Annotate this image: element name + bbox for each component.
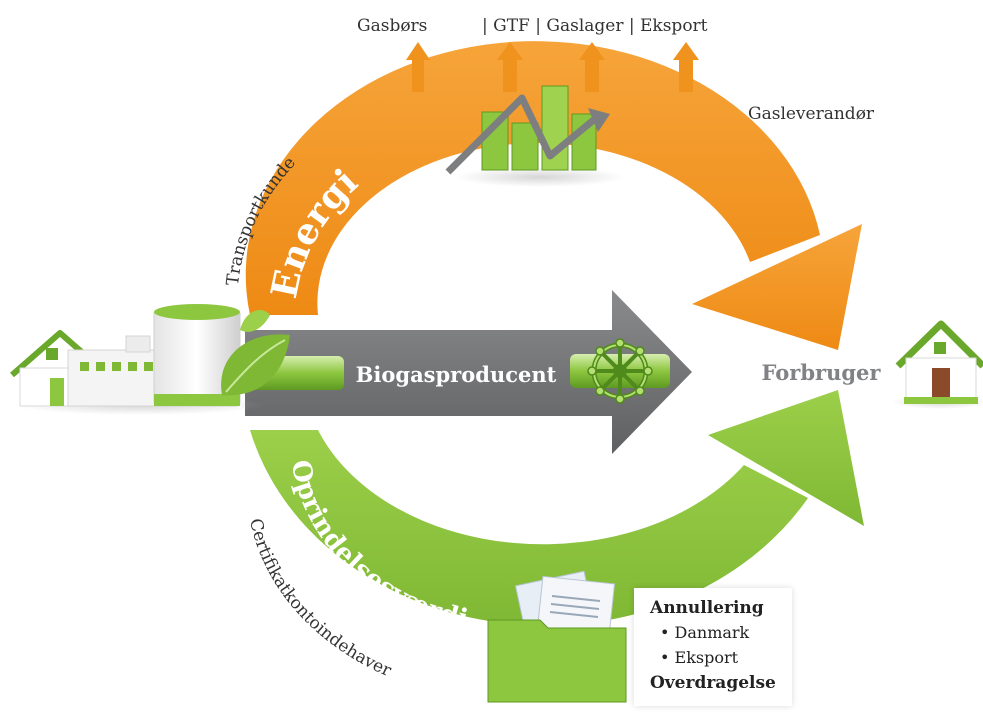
up-arrow-4	[673, 42, 699, 92]
energi-arrowhead	[692, 224, 862, 350]
overdragelse-label: Overdragelse	[650, 673, 776, 693]
up-arrow-1	[406, 42, 430, 92]
central-arrow	[245, 290, 692, 454]
leaf-icon	[221, 310, 290, 396]
annullering-item-danmark: • Danmark	[660, 623, 750, 642]
oprindelse-arrowhead	[708, 390, 864, 526]
gasboers-label: Gasbørs	[357, 16, 427, 36]
gasleverandor-label: Gasleverandør	[748, 104, 875, 124]
annullering-item-eksport: • Eksport	[660, 648, 739, 667]
bar-chart-icon	[445, 85, 625, 187]
gtf-gaslager-eksport-label: | GTF | Gaslager | Eksport	[482, 16, 708, 36]
forbruger-label: Forbruger	[762, 360, 882, 385]
annullering-box: Annullering • Danmark • Eksport Overdrag…	[634, 588, 792, 706]
annullering-title: Annullering	[650, 598, 764, 618]
factory-icon	[10, 304, 265, 415]
up-arrow-3	[579, 42, 605, 92]
house-icon	[892, 320, 983, 409]
biogasproducent-label: Biogasproducent	[356, 362, 557, 387]
oprindelse-arc	[250, 430, 808, 626]
up-arrow-2	[497, 42, 523, 92]
energi-arc	[245, 41, 820, 315]
valve-wheel-icon	[587, 338, 653, 404]
folder-icon	[487, 570, 627, 703]
top-arrows	[406, 42, 699, 92]
